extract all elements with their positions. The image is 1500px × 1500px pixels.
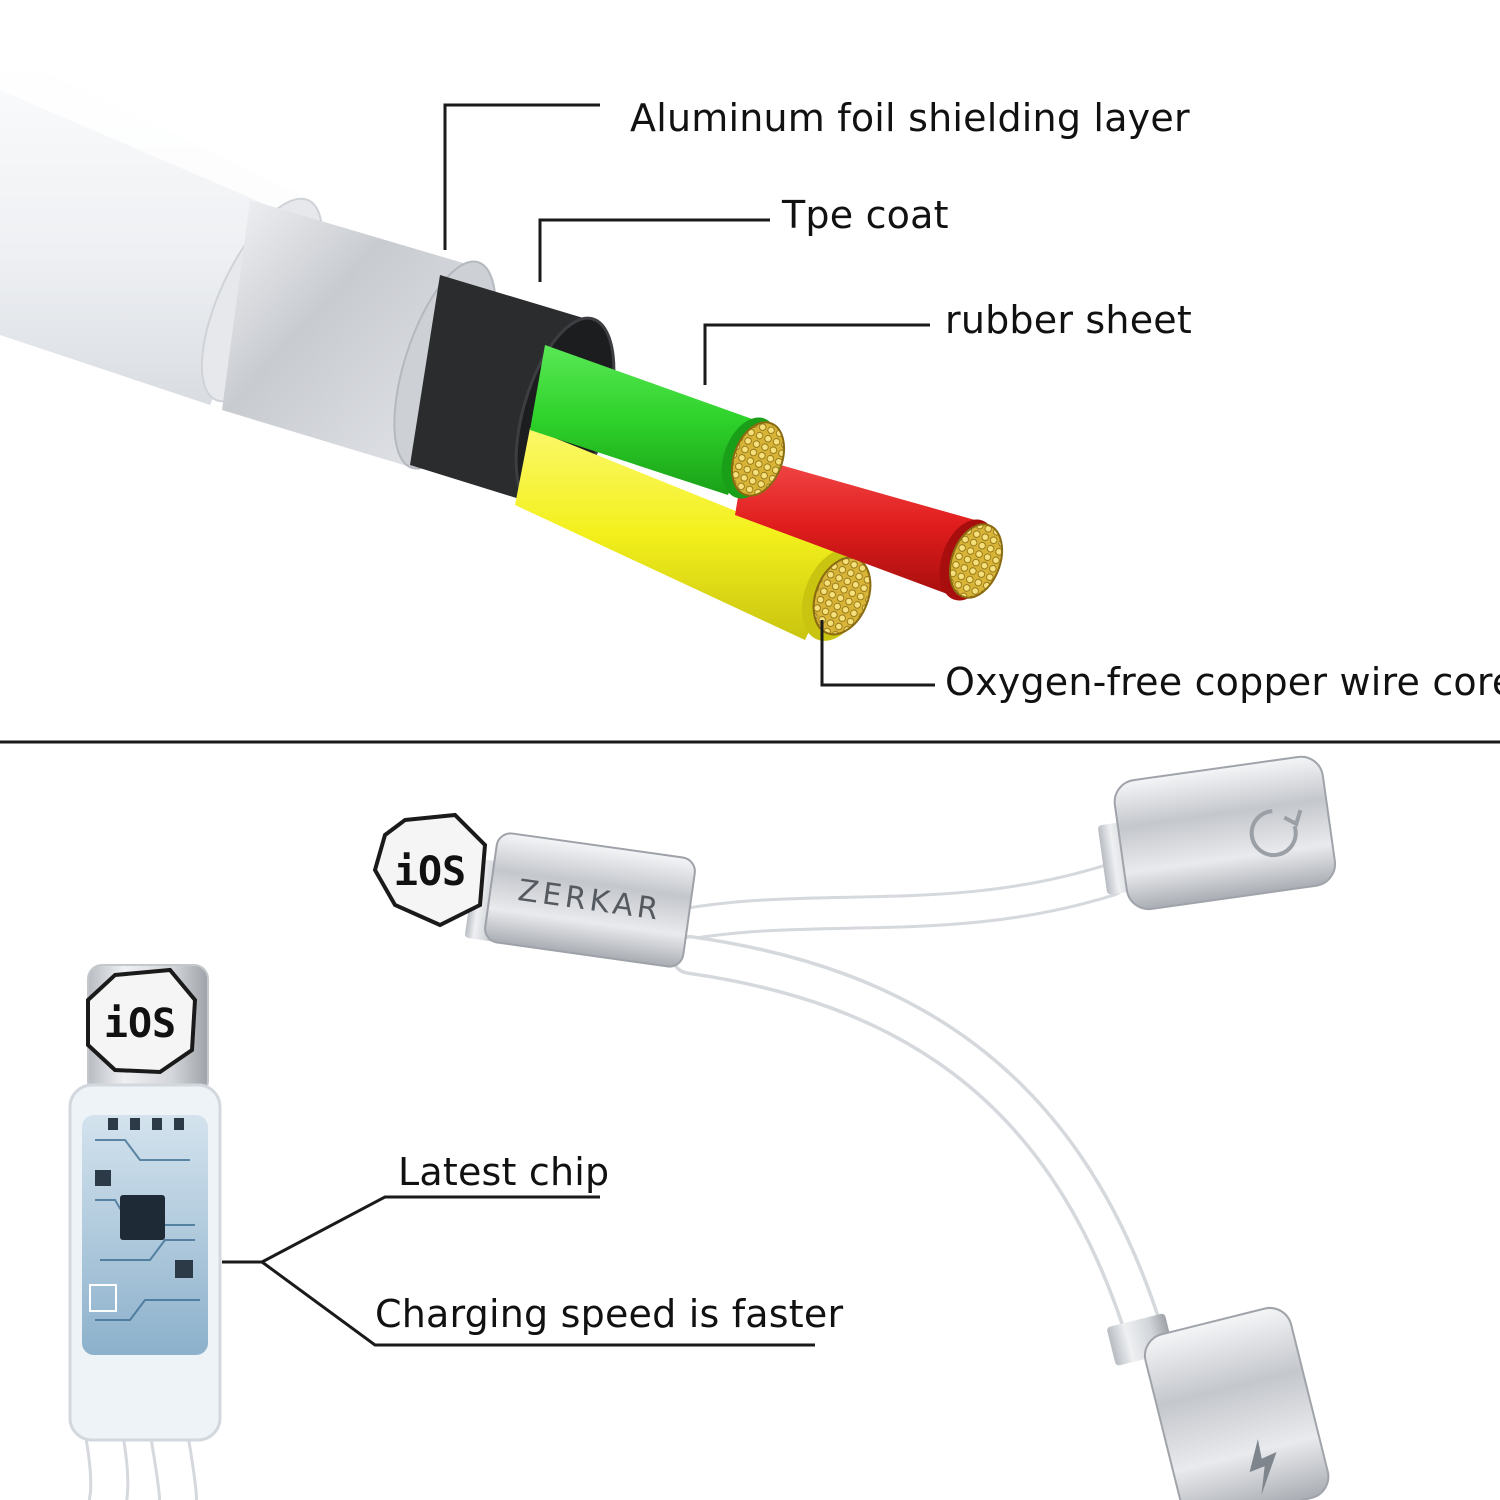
ios-badge-top: iOS [372,812,488,928]
lightning-icon [1249,1439,1277,1495]
yellow-wire [515,428,872,641]
adapter-cables [85,863,1160,1500]
callout-tpe-coat: Tpe coat [782,193,949,237]
leader-lines [443,103,935,687]
lightning-plug-main: ZERKAR [465,832,696,968]
red-wire [735,455,1004,601]
lightning-plug-chip [68,964,222,1442]
chip [120,1195,165,1240]
adapter-product: ZERKAR iOS [68,755,1337,1500]
callout-rubber-sheet: rubber sheet [945,298,1192,342]
callout-copper-core: Oxygen-free copper wire core [945,660,1500,704]
power-icon [1249,809,1303,858]
svg-text:iOS: iOS [394,849,466,895]
callout-charging-speed: Charging speed is faster [375,1292,844,1336]
copper-core-green [730,421,786,497]
green-wire [530,345,786,499]
chip-leader-lines [222,1195,815,1347]
copper-core-red [948,523,1004,599]
cable-cross-section [0,70,1004,687]
callout-latest-chip: Latest chip [398,1150,610,1194]
headphone-port-connector [1098,755,1337,911]
callout-aluminum-foil: Aluminum foil shielding layer [630,96,1190,140]
svg-text:iOS: iOS [104,1001,176,1047]
charge-port-connector [1107,1306,1330,1500]
ios-badge-left: iOS [86,967,198,1075]
